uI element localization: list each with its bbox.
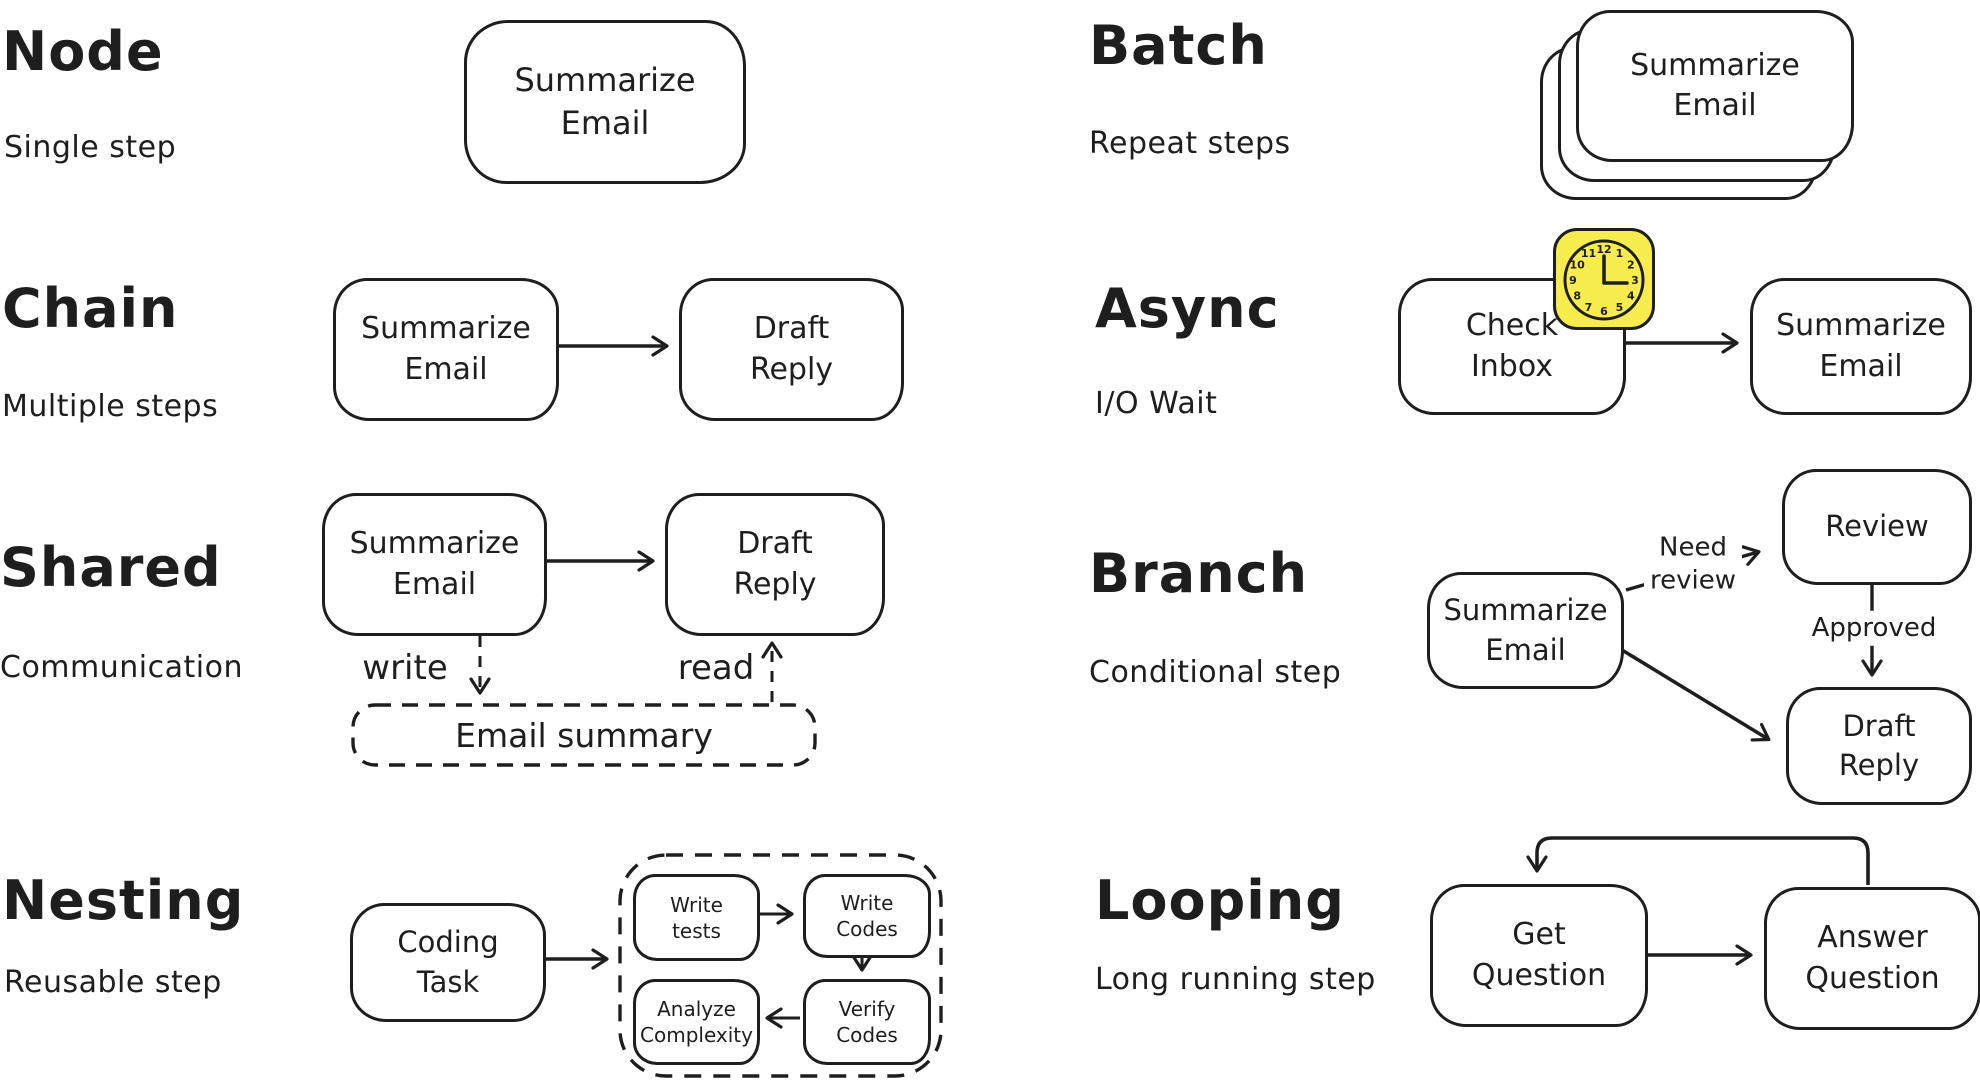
shared-store-outline [351,703,817,767]
branch-diagonal-arrow [1621,648,1771,742]
branch-need-arrow [1625,545,1761,592]
looping-loopback-arrow [1526,836,1870,885]
nesting-container-outline [618,853,943,1078]
